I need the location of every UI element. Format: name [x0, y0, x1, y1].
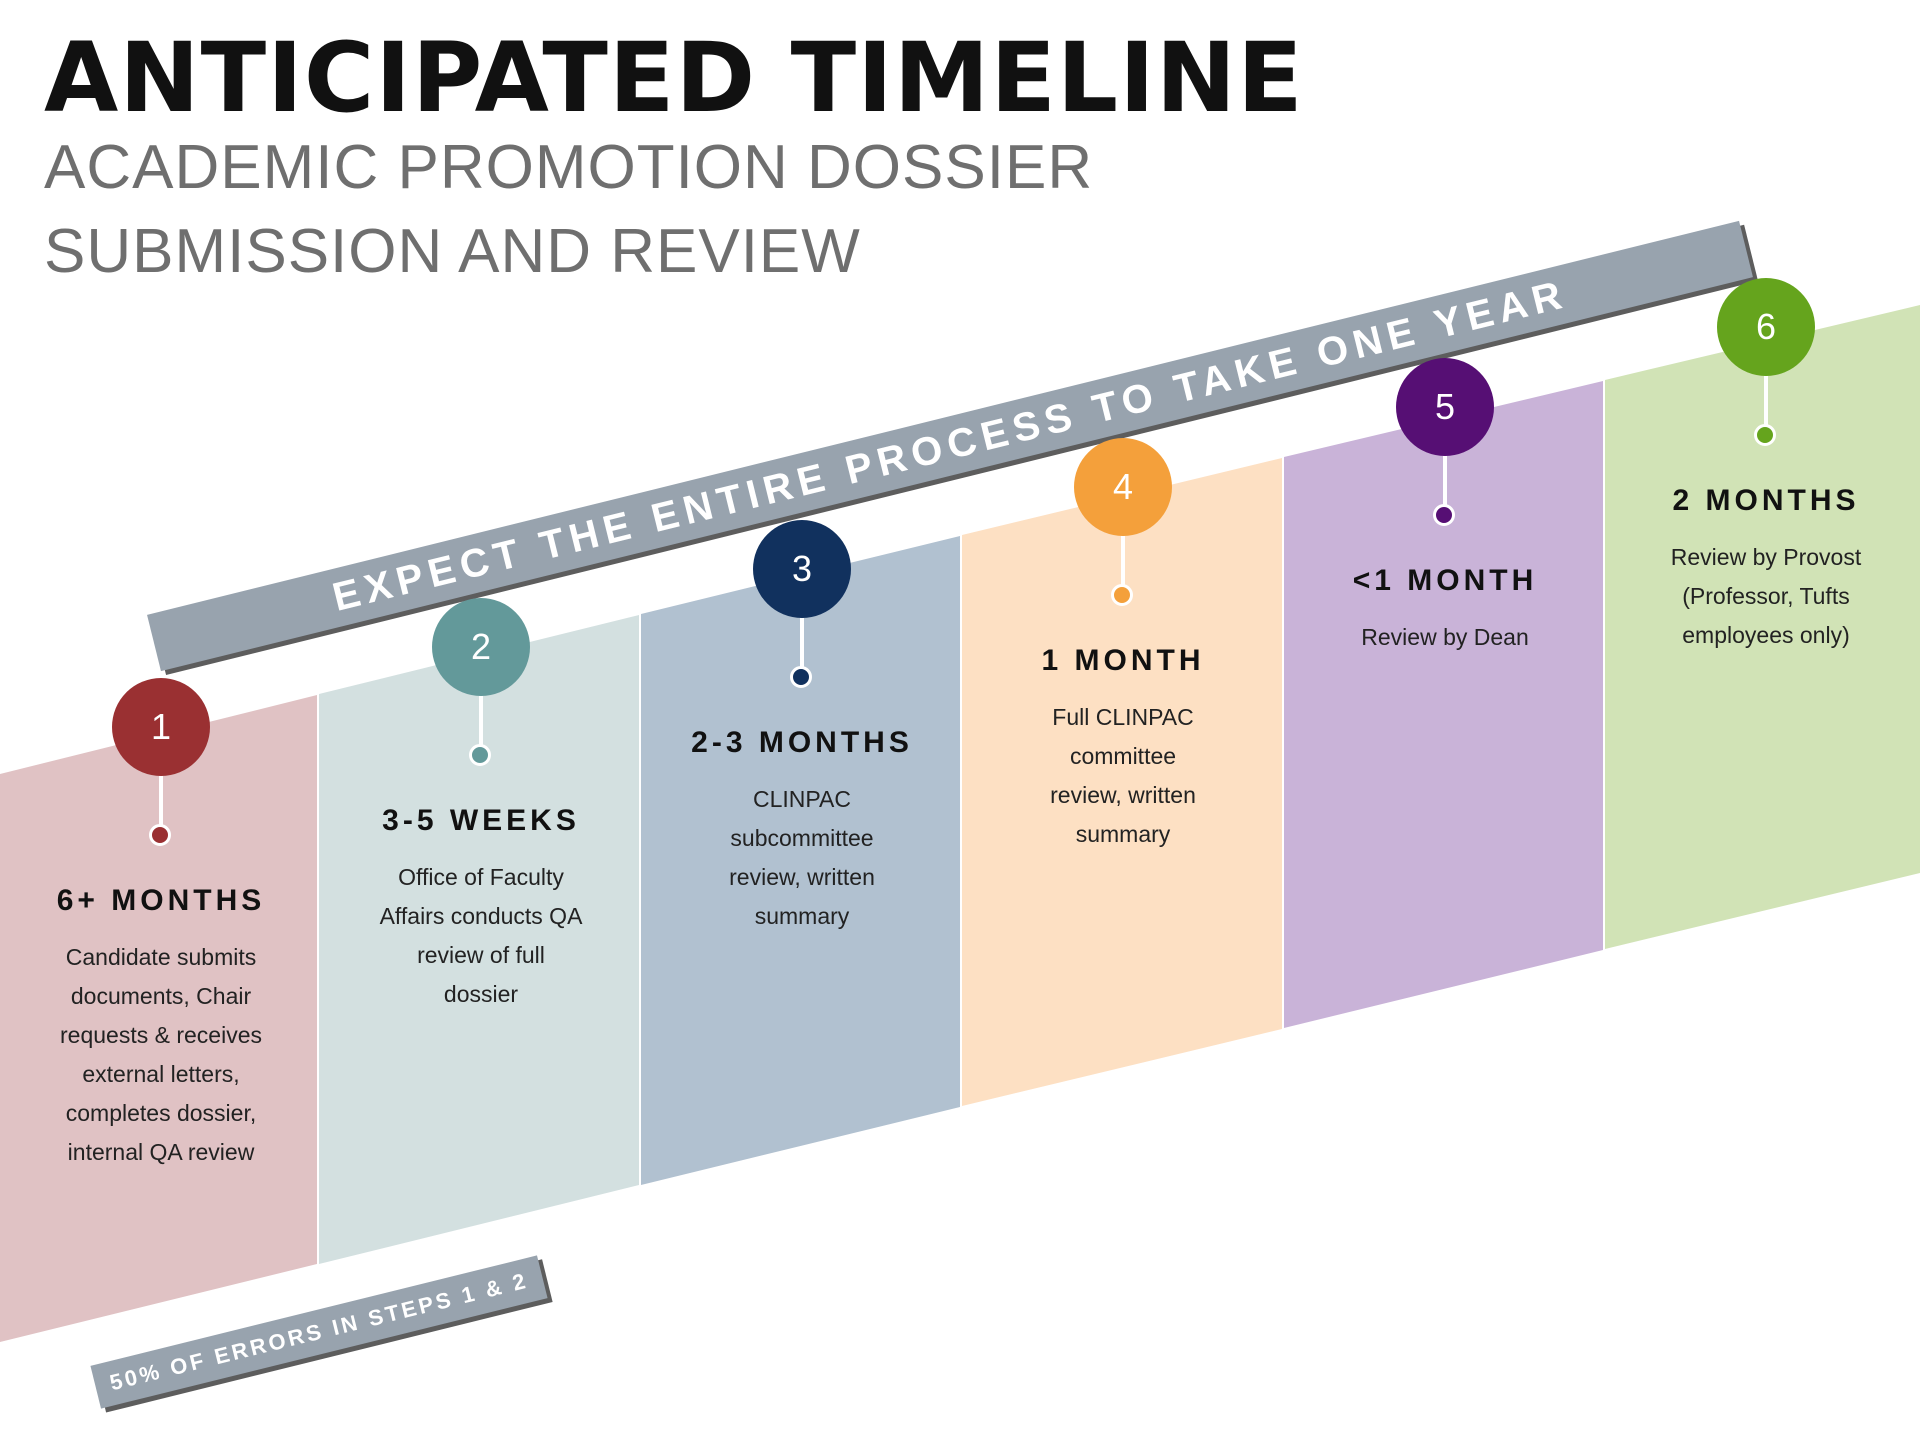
- description-line: committee: [1069, 743, 1177, 769]
- step-duration: 3-5 WEEKS: [382, 804, 580, 837]
- panel-step-1: [0, 695, 317, 1342]
- step-connector: [159, 776, 163, 826]
- panel-step-2: [319, 615, 639, 1264]
- description-line: subcommittee: [730, 825, 874, 851]
- step-duration: <1 MONTH: [1352, 564, 1538, 597]
- description-line: summary: [1075, 821, 1171, 847]
- step-description: CLINPAC subcommittee review, written sum…: [641, 780, 963, 936]
- description-line: Review by Dean: [1361, 624, 1529, 650]
- description-line: completes dossier,: [65, 1100, 257, 1126]
- description-line: (Professor, Tufts: [1682, 583, 1850, 609]
- description-line: external letters,: [82, 1061, 240, 1087]
- panel-step-6: [1605, 305, 1920, 949]
- description-line: Full CLINPAC: [1052, 704, 1194, 730]
- step-description: Review by Provost (Professor, Tufts empl…: [1605, 538, 1920, 655]
- step-connector: [1121, 536, 1125, 586]
- subtitle-line-1: ACADEMIC PROMOTION DOSSIER: [44, 133, 1094, 202]
- step-description: Office of Faculty Affairs conducts QA re…: [320, 858, 642, 1014]
- description-line: documents, Chair: [70, 983, 252, 1009]
- panel-step-5: [1284, 381, 1603, 1028]
- step-dot: [790, 666, 812, 688]
- description-line: CLINPAC: [753, 786, 851, 812]
- step-duration: 2 MONTHS: [1672, 484, 1860, 517]
- step-badge: 3: [753, 520, 851, 618]
- description-line: review of full: [417, 942, 545, 968]
- description-line: review, written: [729, 864, 875, 890]
- description-line: employees only): [1682, 622, 1850, 648]
- step-duration: 2-3 MONTHS: [691, 726, 913, 759]
- step-badge: 2: [432, 598, 530, 696]
- step-connector: [479, 696, 483, 746]
- step-badge: 1: [112, 678, 210, 776]
- step-description: Full CLINPAC committee review, written s…: [962, 698, 1284, 854]
- step-duration: 1 MONTH: [1041, 644, 1205, 677]
- subtitle-line-2: SUBMISSION AND REVIEW: [44, 217, 861, 286]
- step-description: Candidate submits documents, Chair reque…: [0, 938, 322, 1172]
- panel-step-4: [962, 458, 1282, 1106]
- step-connector: [1443, 456, 1447, 506]
- step-dot: [1433, 504, 1455, 526]
- step-dot: [149, 824, 171, 846]
- description-line: Review by Provost: [1670, 544, 1862, 570]
- step-duration: 6+ MONTHS: [56, 884, 266, 917]
- page-title: ANTICIPATED TIMELINE: [44, 22, 1304, 134]
- step-dot: [1111, 584, 1133, 606]
- step-description: Review by Dean: [1284, 618, 1606, 657]
- step-dot: [1754, 424, 1776, 446]
- step-badge: 4: [1074, 438, 1172, 536]
- step-dot: [469, 744, 491, 766]
- step-connector: [1764, 376, 1768, 426]
- description-line: requests & receives: [60, 1022, 262, 1048]
- step-badge: 6: [1717, 278, 1815, 376]
- panel-step-3: [641, 536, 960, 1185]
- description-line: Candidate submits: [65, 944, 257, 970]
- step-badge: 5: [1396, 358, 1494, 456]
- description-line: summary: [754, 903, 850, 929]
- description-line: dossier: [443, 981, 519, 1007]
- description-line: internal QA review: [67, 1139, 255, 1165]
- description-line: Office of Faculty: [398, 864, 564, 890]
- description-line: Affairs conducts QA: [379, 903, 583, 929]
- description-line: review, written: [1050, 782, 1196, 808]
- step-connector: [800, 618, 804, 668]
